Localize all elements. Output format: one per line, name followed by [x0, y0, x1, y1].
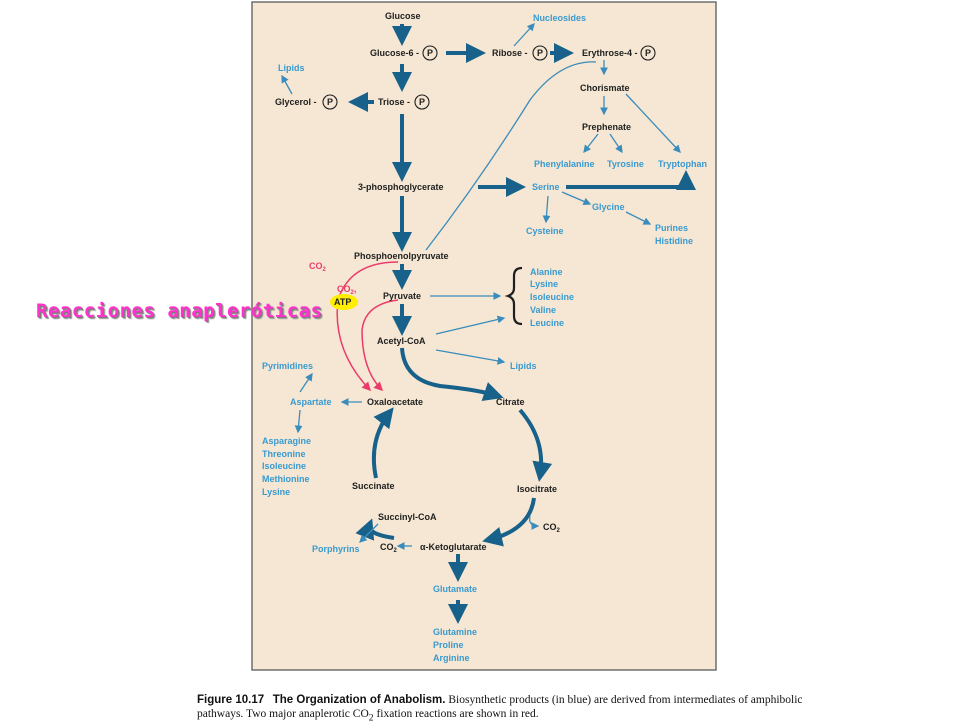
serine-tryptophan-arrow [566, 170, 696, 190]
phosphate-circles [322, 45, 656, 110]
phosphate-label: P [419, 97, 425, 107]
product-alanine: Alanine [530, 267, 563, 277]
figure-panel [251, 1, 717, 671]
product-phenylalanine: Phenylalanine [534, 159, 595, 169]
node-acetyl-coa: Acetyl-CoA [377, 336, 426, 346]
node-erythrose-4-phosphate: Erythrose-4 - [582, 48, 638, 58]
node-glycerol-phosphate: Glycerol - [275, 97, 317, 107]
tca-cycle-arrows [355, 347, 553, 547]
product-tryptophan: Tryptophan [658, 159, 707, 169]
atp-label: ATP [334, 297, 351, 307]
product-aspartate: Aspartate [290, 397, 332, 407]
product-lysine: Lysine [530, 279, 558, 289]
node-citrate: Citrate [496, 397, 525, 407]
node-glucose: Glucose [385, 11, 421, 21]
figure-title: The Organization of Anabolism. [272, 694, 446, 706]
pep-chorismate-arrow [425, 61, 597, 251]
product-lysine: Lysine [262, 487, 290, 497]
product-purines: Purines [655, 223, 688, 233]
co2-anaplerotic-label: CO2 [309, 261, 327, 273]
phosphate-label: P [327, 97, 333, 107]
product-cysteine: Cysteine [526, 226, 564, 236]
product-methionine: Methionine [262, 474, 310, 484]
product-leucine: Leucine [530, 318, 564, 328]
main-pathway-arrows [348, 24, 574, 624]
co2-label: CO2 [380, 542, 398, 554]
node-triose-phosphate: Triose - [378, 97, 410, 107]
phosphate-label: P [427, 48, 433, 58]
amino-acid-brace [504, 266, 523, 326]
node-oxaloacetate: Oxaloacetate [367, 397, 423, 407]
node-glucose-6-phosphate: Glucose-6 - [370, 48, 419, 58]
product-nucleosides: Nucleosides [533, 13, 586, 23]
co2-anaplerotic-label: CO2, [337, 284, 356, 296]
co2-isocitrate-arrow [529, 515, 540, 530]
product-lipids: Lipids [278, 63, 305, 73]
product-serine: Serine [532, 182, 560, 192]
product-glycine: Glycine [592, 202, 625, 212]
product-glutamate: Glutamate [433, 584, 477, 594]
product-proline: Proline [433, 640, 464, 650]
product-threonine: Threonine [262, 449, 306, 459]
node-chorismate: Chorismate [580, 83, 630, 93]
node-prephenate: Prephenate [582, 122, 631, 132]
product-porphyrins: Porphyrins [312, 544, 360, 554]
node-succinyl-coa: Succinyl-CoA [378, 512, 437, 522]
phosphate-label: P [645, 48, 651, 58]
node-isocitrate: Isocitrate [517, 484, 557, 494]
atp-highlight [330, 294, 358, 310]
node-alpha-ketoglutarate: α-Ketoglutarate [420, 542, 487, 552]
node-phosphoenolpyruvate: Phosphoenolpyruvate [354, 251, 449, 261]
product-isoleucine: Isoleucine [262, 461, 306, 471]
product-isoleucine: Isoleucine [530, 292, 574, 302]
phosphate-label: P [537, 48, 543, 58]
product-valine: Valine [530, 305, 556, 315]
figure-text: Biosynthetic products (in blue) are deri… [197, 694, 803, 720]
co2-label: CO2 [543, 522, 561, 534]
product-pyrimidines: Pyrimidines [262, 361, 313, 371]
figure-subscript: 2 [368, 712, 374, 724]
node-succinate: Succinate [352, 481, 395, 491]
anaplerotic-reactions-banner: Reacciones anapleróticas [36, 300, 323, 322]
product-glutamine: Glutamine [433, 627, 477, 637]
product-asparagine: Asparagine [262, 436, 311, 446]
product-lipids: Lipids [510, 361, 537, 371]
figure-text-tail: fixation reactions are shown in red. [373, 708, 539, 720]
figure-number: Figure 10.17 [197, 694, 265, 706]
node-ribose-phosphate: Ribose - [492, 48, 528, 58]
node-3-phosphoglycerate: 3-phosphoglycerate [358, 182, 444, 192]
product-arrows [281, 23, 681, 550]
product-arginine: Arginine [433, 653, 470, 663]
product-tyrosine: Tyrosine [607, 159, 644, 169]
node-pyruvate: Pyruvate [383, 291, 421, 301]
product-histidine: Histidine [655, 236, 693, 246]
figure-caption: Figure 10.17 The Organization of Anaboli… [197, 693, 837, 725]
